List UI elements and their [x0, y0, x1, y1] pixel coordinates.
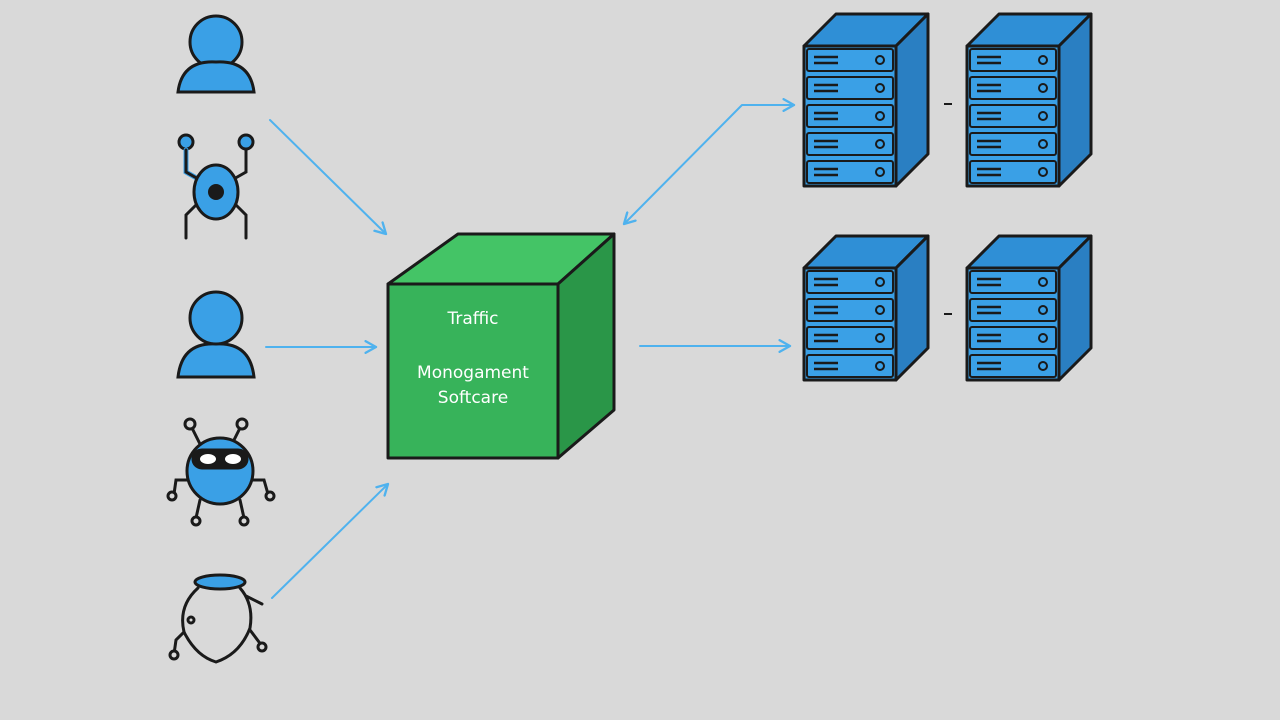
rack-side: [1057, 12, 1093, 188]
server-unit: [806, 104, 894, 128]
server-unit: [969, 270, 1057, 294]
server-unit: [806, 48, 894, 72]
server-unit: [969, 298, 1057, 322]
server-unit: [806, 270, 894, 294]
client-bug-bot-icon: [166, 417, 276, 527]
server-group-2: [802, 234, 1093, 382]
server-unit: [969, 326, 1057, 350]
server-rack-1-1: [802, 12, 930, 188]
arrow-hacker-to-center: [271, 482, 390, 599]
server-unit: [806, 160, 894, 184]
server-unit: [969, 104, 1057, 128]
arrow-center-upper-servers: [622, 98, 796, 226]
server-unit: [969, 48, 1057, 72]
traffic-management-box: Traffic Monogament Softcare: [386, 232, 616, 460]
server-unit: [969, 354, 1057, 378]
server-unit: [806, 76, 894, 100]
server-rack-2-1: [802, 234, 930, 382]
arrow-robot-to-center: [269, 119, 388, 236]
client-hacker-icon: [168, 573, 268, 664]
server-unit: [806, 354, 894, 378]
server-unit: [969, 132, 1057, 156]
server-unit: [806, 326, 894, 350]
box-label-line2: Monogament: [417, 363, 529, 383]
rack-side: [894, 12, 930, 188]
client-robot-icon: [177, 133, 255, 240]
server-rack-1-2: [965, 12, 1093, 188]
server-arrows: [622, 98, 796, 353]
server-unit: [969, 160, 1057, 184]
client-arrows: [265, 119, 390, 599]
client-user-icon-1: [176, 14, 256, 94]
server-farm: [802, 12, 1093, 382]
client-user-icon-2: [176, 290, 256, 379]
box-label-line1: Traffic: [446, 309, 498, 329]
server-unit: [806, 132, 894, 156]
box-label-line3: Softcare: [438, 388, 508, 408]
cube-front-face: [386, 282, 560, 460]
server-unit: [969, 76, 1057, 100]
server-unit: [806, 298, 894, 322]
server-rack-2-2: [965, 234, 1093, 382]
server-group-1: [802, 12, 1093, 188]
